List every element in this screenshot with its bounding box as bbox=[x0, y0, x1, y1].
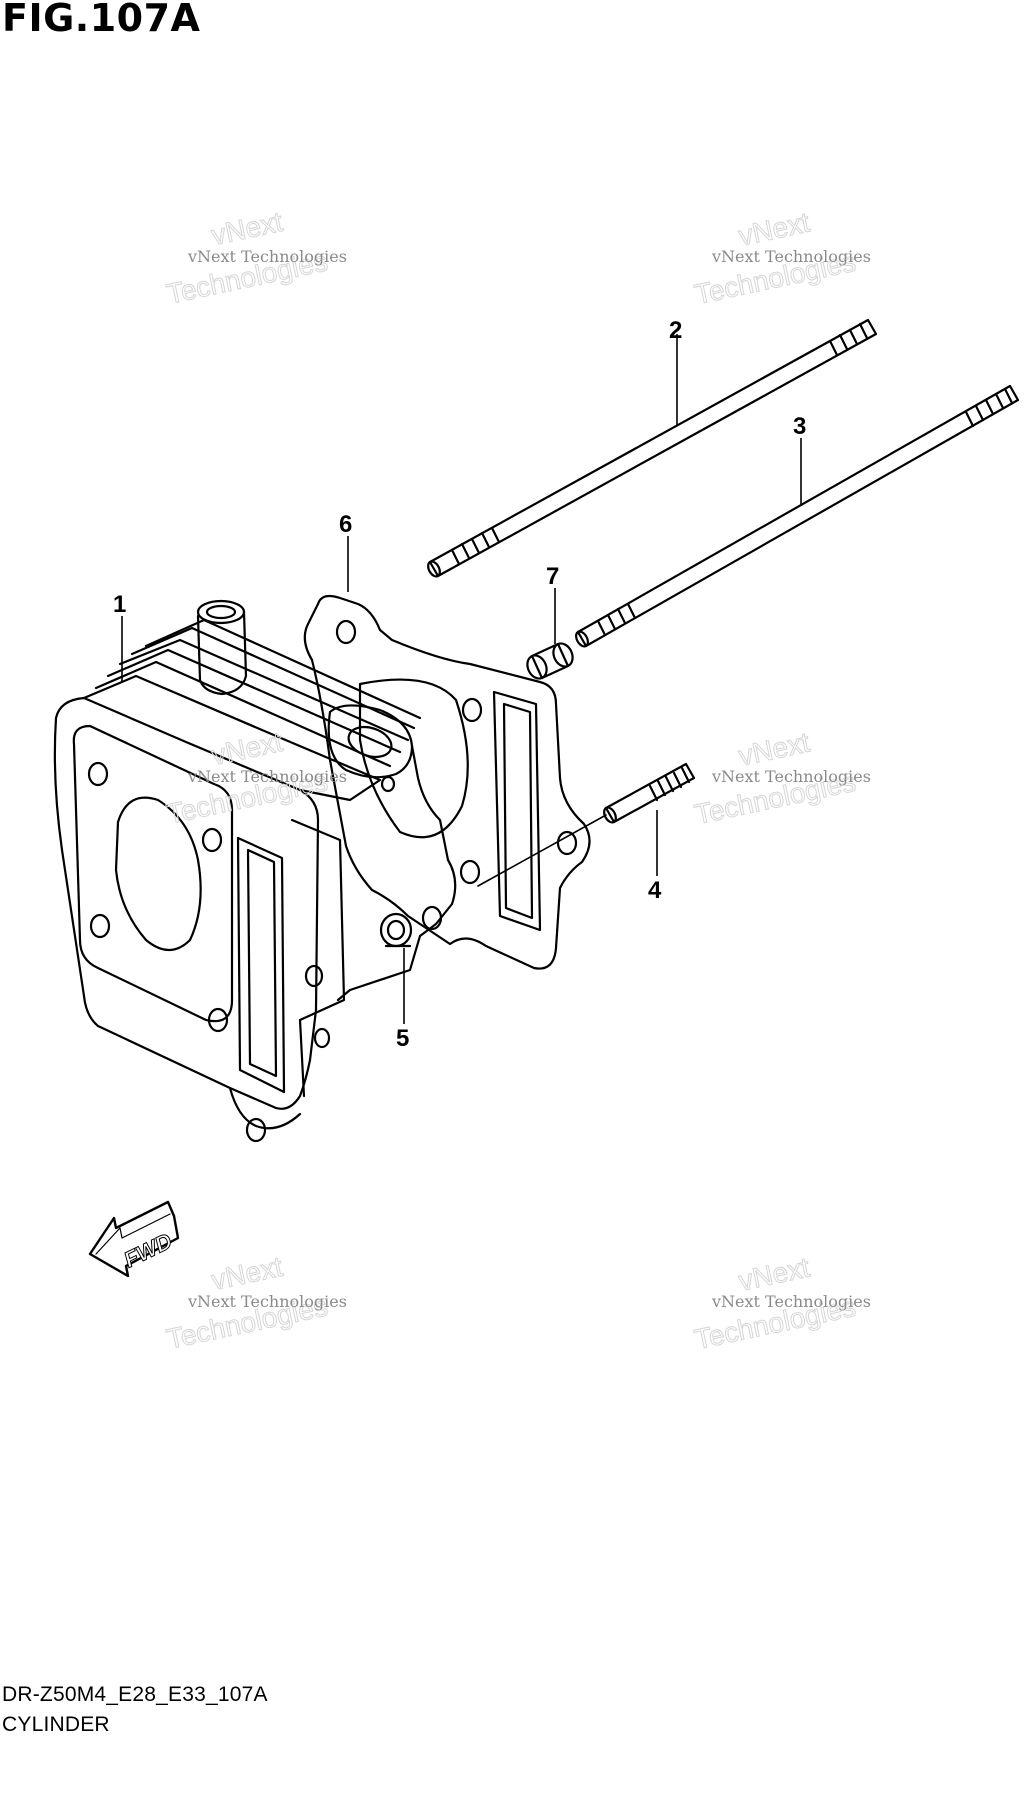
svg-text:vNext Technologies: vNext Technologies bbox=[187, 1292, 347, 1311]
plug-seal bbox=[379, 912, 413, 948]
watermark-top-right: vNext Technologies vNext Technologies bbox=[691, 206, 871, 311]
callout-6: 6 bbox=[339, 511, 352, 538]
watermark-bottom-right: vNext Technologies vNext Technologies bbox=[691, 1251, 871, 1356]
watermark-bottom-left: vNext Technologies vNext Technologies bbox=[163, 1250, 347, 1355]
stud-bolt-long-upper bbox=[427, 318, 878, 578]
figure-name: CYLINDER bbox=[2, 1713, 110, 1736]
callout-1: 1 bbox=[113, 591, 126, 618]
svg-text:vNext: vNext bbox=[209, 1251, 286, 1296]
cylinder-body bbox=[53, 599, 457, 1143]
callout-2: 2 bbox=[669, 317, 682, 344]
svg-text:vNext Technologies: vNext Technologies bbox=[711, 767, 871, 786]
callout-5: 5 bbox=[396, 1025, 409, 1052]
stud-bolt-short bbox=[477, 762, 696, 887]
svg-text:vNext Technologies: vNext Technologies bbox=[187, 247, 347, 266]
watermark-top-left: vNext Technologies vNext Technologies bbox=[163, 205, 347, 310]
watermark-middle-right: vNext Technologies vNext Technologies bbox=[691, 726, 871, 831]
svg-text:vNext: vNext bbox=[209, 726, 286, 771]
svg-text:vNext: vNext bbox=[736, 727, 813, 772]
svg-text:vNext Technologies: vNext Technologies bbox=[711, 247, 871, 266]
figure-code: DR-Z50M4_E28_E33_107A bbox=[2, 1683, 268, 1706]
dowel-pin bbox=[526, 642, 574, 680]
callout-4: 4 bbox=[648, 877, 662, 904]
callout-3: 3 bbox=[793, 413, 806, 440]
forward-direction-arrow bbox=[88, 1200, 180, 1278]
svg-text:vNext: vNext bbox=[736, 207, 813, 252]
svg-text:vNext Technologies: vNext Technologies bbox=[187, 767, 347, 786]
svg-text:vNext: vNext bbox=[209, 206, 286, 251]
svg-text:vNext Technologies: vNext Technologies bbox=[711, 1292, 871, 1311]
cylinder-gasket bbox=[303, 594, 591, 970]
watermark-middle-left: vNext Technologies vNext Technologies bbox=[163, 725, 347, 830]
figure-title: FIG.107A bbox=[2, 0, 201, 40]
stud-bolt-long-lower bbox=[575, 384, 1020, 648]
callout-7: 7 bbox=[546, 563, 559, 590]
svg-text:vNext: vNext bbox=[736, 1252, 813, 1297]
